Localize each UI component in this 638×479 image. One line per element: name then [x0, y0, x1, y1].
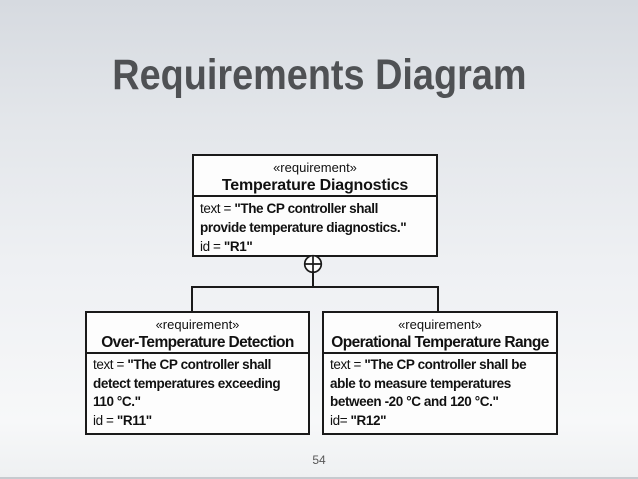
slide-title-text: Requirements Diagram: [111, 51, 527, 99]
requirement-header: «requirement» Temperature Diagnostics: [194, 156, 436, 197]
requirement-text-line: detect temperatures exceeding: [93, 375, 281, 391]
slide-title: Requirements Diagram: [0, 51, 638, 99]
connector-drop-right: [437, 286, 439, 313]
requirement-name: Temperature Diagnostics: [221, 177, 409, 194]
page-number: 54: [312, 453, 326, 467]
connector-stem: [312, 271, 314, 287]
requirement-body: text = "The CP controller shall provide t…: [194, 197, 436, 256]
stereotype-label: «requirement»: [398, 317, 482, 332]
requirement-text-line: id= "R12": [330, 412, 387, 428]
requirement-text-line: text = "The CP controller shall: [200, 201, 378, 216]
stereotype-label: «requirement»: [273, 160, 357, 175]
requirement-text-line: 110 °C.": [93, 394, 141, 409]
requirement-body: text = "The CP controller shall be able t…: [324, 354, 556, 430]
requirement-name: Over-Temperature Detection: [101, 334, 294, 351]
requirement-box-operational-temperature-range: «requirement» Operational Temperature Ra…: [322, 311, 558, 435]
requirement-text-line: id = "R11": [93, 412, 152, 428]
slide-bottom-edge: [0, 477, 638, 479]
requirement-text-line: able to measure temperatures: [330, 375, 511, 391]
requirement-body: text = "The CP controller shall detect te…: [87, 354, 308, 430]
requirement-header: «requirement» Operational Temperature Ra…: [324, 313, 556, 354]
requirement-text-line: provide temperature diagnostics.": [200, 220, 407, 235]
requirement-header: «requirement» Over-Temperature Detection: [87, 313, 308, 354]
requirement-name: Operational Temperature Range: [331, 334, 549, 351]
stereotype-label: «requirement»: [155, 317, 240, 332]
connector-branch: [191, 286, 439, 288]
requirement-text-line: id = "R1": [200, 239, 253, 254]
requirement-text-line: text = "The CP controller shall: [93, 357, 271, 372]
requirement-text-line: text = "The CP controller shall be: [330, 357, 527, 372]
requirement-box-temperature-diagnostics: «requirement» Temperature Diagnostics te…: [192, 154, 438, 257]
connector-drop-left: [191, 286, 193, 313]
requirement-box-over-temperature-detection: «requirement» Over-Temperature Detection…: [85, 311, 310, 435]
requirement-text-line: between -20 °C and 120 °C.": [330, 394, 499, 409]
